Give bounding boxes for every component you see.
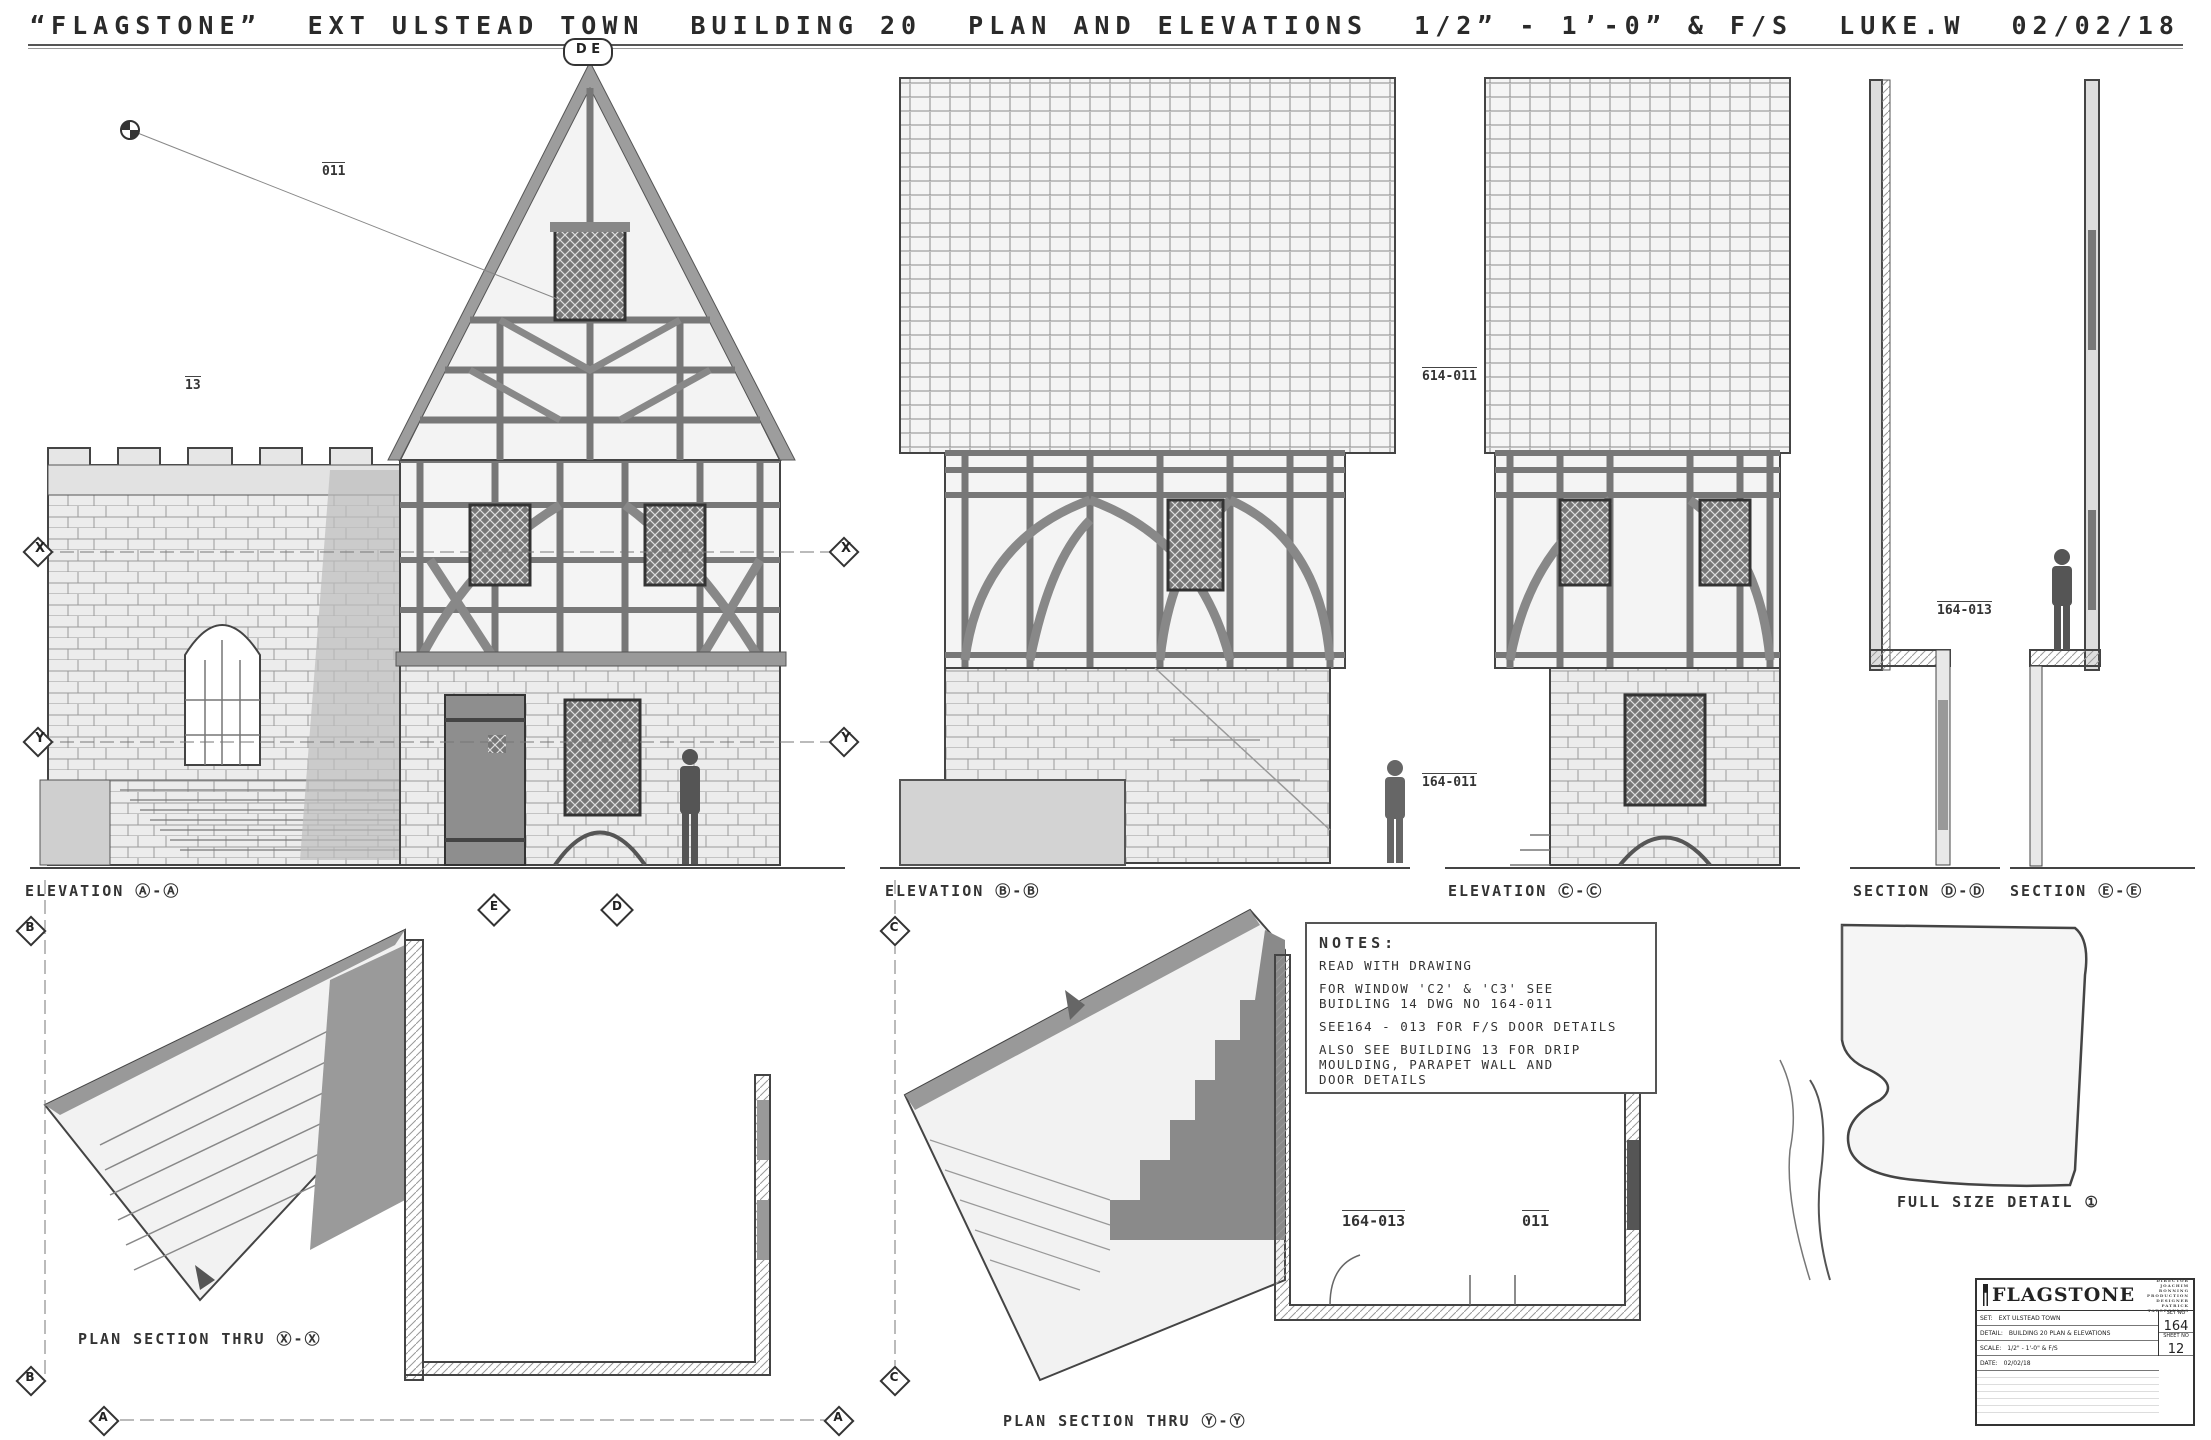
elevation-b-b (880, 77, 1410, 869)
set-number: SET NO 164 (2159, 1310, 2193, 1334)
row-value: 02/02/18 (2003, 1359, 2031, 1367)
marker-e-bottom-label: E (489, 899, 499, 913)
marker-de-top (563, 38, 613, 66)
row-value: EXT ULSTEAD TOWN (1998, 1314, 2061, 1322)
notes-box: NOTES: READ WITH DRAWING FOR WINDOW 'C2'… (1305, 922, 1657, 1094)
title-building: BUILDING 20 (690, 10, 923, 40)
title-rule-thin (28, 48, 2183, 49)
company-name: FLAGSTONE (1992, 1284, 2136, 1306)
label-elevation-c: ELEVATION Ⓒ-Ⓒ (1448, 882, 1604, 900)
label-elevation-b: ELEVATION Ⓑ-Ⓑ (885, 882, 1041, 900)
marker-de-top-label: D E (575, 42, 601, 57)
marker-y-right-label: Y (841, 731, 851, 746)
callout-window-614-011: 614-011 (1422, 367, 1477, 384)
plan-section-x-x (43, 928, 771, 1381)
notes-line: SEE164 - 013 FOR F/S DOOR DETAILS (1319, 1019, 1617, 1034)
row-key: DATE: (1980, 1359, 1998, 1367)
revision-table (1977, 1371, 2159, 1419)
label-section-e: SECTION Ⓔ-Ⓔ (2010, 882, 2144, 900)
company-logo: FLAGSTONE DIRECTOR JOACHIM RONNING PRODU… (1977, 1277, 2193, 1313)
notes-line: DOOR DETAILS (1319, 1072, 1428, 1087)
title-drawn-by: LUKE.W (1839, 10, 1966, 40)
scale-figure-e (2052, 549, 2072, 650)
row-value: 1/2" - 1'-0" & F/S (2007, 1344, 2058, 1352)
label-elevation-a: ELEVATION Ⓐ-Ⓐ (25, 882, 181, 900)
title-block-row: SET: EXT ULSTEAD TOWN (1977, 1311, 2159, 1326)
title-date: 02/02/18 (2011, 10, 2180, 40)
notes-gap (1319, 1034, 1643, 1042)
callout-door-13: 13 (185, 376, 201, 393)
flagstone-logo-icon (1983, 1284, 1989, 1306)
marker-c-bottom-label: C (889, 1370, 899, 1384)
title-block: FLAGSTONE DIRECTOR JOACHIM RONNING PRODU… (1975, 1278, 2195, 1426)
marker-a-left-label: A (98, 1410, 108, 1424)
set-number-value: 164 (2163, 1319, 2189, 1334)
marker-d-bottom-label: D (612, 899, 622, 913)
notes-line: READ WITH DRAWING (1319, 958, 1473, 973)
marker-c-top-label: C (889, 920, 899, 934)
title-block-row: DATE: 02/02/18 (1977, 1356, 2159, 1371)
marker-y-left-label: Y (35, 731, 45, 746)
marker-b-top-label: B (25, 920, 35, 934)
notes-line: MOULDING, PARAPET WALL AND (1319, 1057, 1554, 1072)
sheet-number-label: SHEET NO (2163, 1333, 2189, 1339)
title-sheet: PLAN AND ELEVATIONS (968, 10, 1369, 40)
label-section-d: SECTION Ⓓ-Ⓓ (1853, 882, 1987, 900)
full-size-detail (1779, 923, 2088, 1281)
section-d-d (1850, 79, 2000, 869)
title-block-row: DETAIL: BUILDING 20 PLAN & ELEVATIONS (1977, 1326, 2159, 1341)
marker-x-left-label: X (34, 541, 46, 556)
title-bar: “FLAGSTONE” EXT ULSTEAD TOWN BUILDING 20… (30, 8, 2180, 42)
title-project: “FLAGSTONE” (30, 10, 262, 40)
scale-figure-a (680, 749, 700, 864)
elevation-c-c (1445, 77, 1800, 869)
notes-line: BUIDLING 14 DWG NO 164-011 (1319, 996, 1554, 1011)
notes-gap (1319, 973, 1643, 981)
title-block-rows: SET: EXT ULSTEAD TOWN DETAIL: BUILDING 20 … (1977, 1311, 2159, 1419)
label-plan-x: PLAN SECTION THRU Ⓧ-Ⓧ (78, 1330, 322, 1348)
credits: DIRECTOR JOACHIM RONNING PRODUCTION DESI… (2147, 1277, 2189, 1313)
label-plan-y: PLAN SECTION THRU Ⓨ-Ⓨ (1003, 1412, 1247, 1430)
section-lines (40, 551, 896, 1421)
notes-line: FOR WINDOW 'C2' & 'C3' SEE (1319, 981, 1554, 996)
title-scale: 1/2” - 1’-0” & F/S (1414, 10, 1794, 40)
leader-line (129, 129, 561, 301)
sheet-number: SHEET NO 12 (2159, 1333, 2193, 1357)
marker-x-right-label: X (840, 541, 852, 556)
marker-a-right-label: A (833, 1410, 843, 1424)
elevation-a-a (39, 60, 796, 867)
callout-window-011: 011 (322, 162, 346, 179)
title-rule (28, 44, 2183, 46)
sheet-numbers: SET NO 164 SHEET NO 12 (2158, 1310, 2193, 1357)
notes-heading: NOTES: (1319, 934, 1398, 952)
set-number-label: SET NO (2166, 1310, 2186, 1316)
callout-window-164-011: 164-011 (1422, 773, 1477, 790)
title-set: EXT ULSTEAD TOWN (307, 10, 645, 40)
title-block-row: SCALE: 1/2" - 1'-0" & F/S (1977, 1341, 2159, 1356)
callout-plan-164-013: 164-013 (1342, 1210, 1406, 1230)
row-key: DETAIL: (1980, 1329, 2003, 1337)
notes-line: ALSO SEE BUILDING 13 FOR DRIP (1319, 1042, 1581, 1057)
label-full-size-detail: FULL SIZE DETAIL ① (1897, 1193, 2100, 1211)
marker-b-bottom-label: B (25, 1370, 35, 1384)
section-e-e (2010, 79, 2195, 869)
scale-figure-b (1385, 760, 1405, 863)
callout-section-164-013: 164-013 (1937, 601, 1992, 618)
sheet-number-value: 12 (2167, 1342, 2185, 1357)
row-value: BUILDING 20 PLAN & ELEVATIONS (2008, 1329, 2111, 1337)
row-key: SET: (1980, 1314, 1993, 1322)
notes-gap (1319, 1011, 1643, 1019)
row-key: SCALE: (1980, 1344, 2002, 1352)
callout-plan-011: 011 (1522, 1210, 1550, 1230)
